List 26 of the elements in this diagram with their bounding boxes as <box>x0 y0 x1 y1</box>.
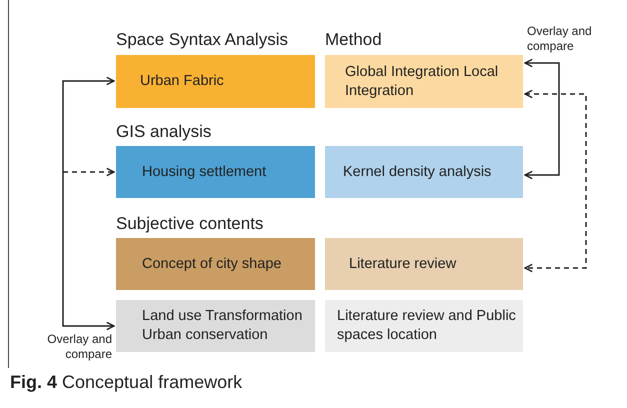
box-text: Urban Fabric <box>140 72 224 91</box>
connector-arrow <box>63 168 115 176</box>
box-text: Literature review <box>349 254 456 274</box>
box-text: Land use Transformation Urban conservation <box>142 307 304 345</box>
connector-arrow <box>524 90 587 272</box>
box-text: Concept of city shape <box>142 254 282 274</box>
category-box <box>325 55 523 108</box>
edge-note: Overlay and compare <box>527 24 593 54</box>
box-text: Literature review and Public spaces location <box>337 307 517 345</box>
section-heading: Space Syntax Analysis <box>116 29 289 50</box>
category-box <box>325 146 523 198</box>
box-text: Housing settlement <box>142 162 266 182</box>
figure-caption: Fig. 4 Conceptual framework <box>10 372 242 393</box>
category-box <box>116 55 315 108</box>
category-box <box>116 146 315 198</box>
category-box <box>116 300 315 352</box>
category-box <box>325 238 523 290</box>
connector-arrow <box>62 76 115 330</box>
section-heading: Subjective contents <box>116 213 264 234</box>
section-heading: GIS analysis <box>116 121 212 142</box>
box-text: Kernel density analysis <box>343 162 492 182</box>
section-heading: Method <box>325 29 383 50</box>
edge-note: Overlay and compare <box>46 332 112 362</box>
box-text: Global Integration Local Integration <box>345 62 500 100</box>
connector-arrow <box>524 58 560 180</box>
category-box <box>116 238 315 290</box>
